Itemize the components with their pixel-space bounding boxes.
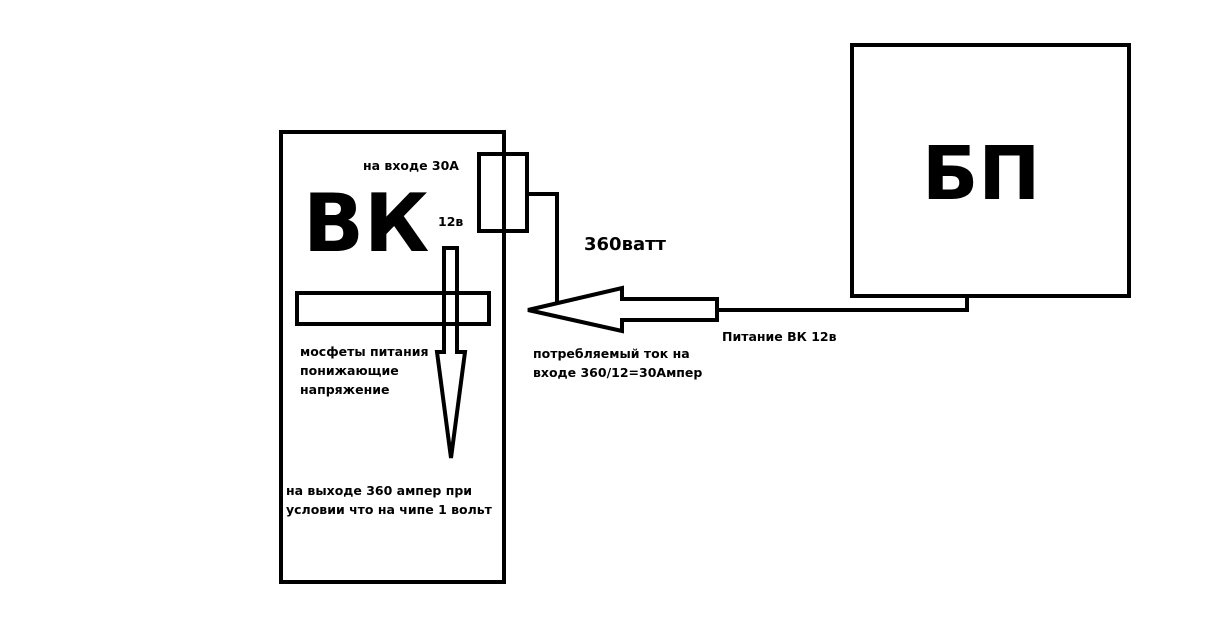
down-arrow <box>434 246 468 459</box>
mosfet-label-line2: понижающие <box>300 363 399 378</box>
bp-label: БП <box>922 131 1041 217</box>
psu-box <box>850 43 1131 298</box>
mosfet-block <box>295 291 491 326</box>
psu-wire <box>717 297 969 312</box>
psu-power-label: Питание ВК 12в <box>722 329 837 344</box>
consumed-current-line1: потребляемый ток на <box>533 346 690 361</box>
input-current-label: на входе 30А <box>363 158 459 173</box>
mosfet-label-line1: мосфеты питания <box>300 344 429 359</box>
watts-label: 360ватт <box>584 234 666 255</box>
mosfet-label-line3: напряжение <box>300 382 390 397</box>
connector-wire <box>527 192 559 302</box>
output-label-line1: на выходе 360 ампер при <box>286 483 473 498</box>
volts-label: 12в <box>438 214 464 229</box>
consumed-current-line2: входе 360/12=30Ампер <box>533 365 703 380</box>
vk-label: ВК <box>303 177 430 270</box>
output-label-line2: условии что на чипе 1 вольт <box>286 502 492 517</box>
graphics-card-box <box>279 130 506 584</box>
